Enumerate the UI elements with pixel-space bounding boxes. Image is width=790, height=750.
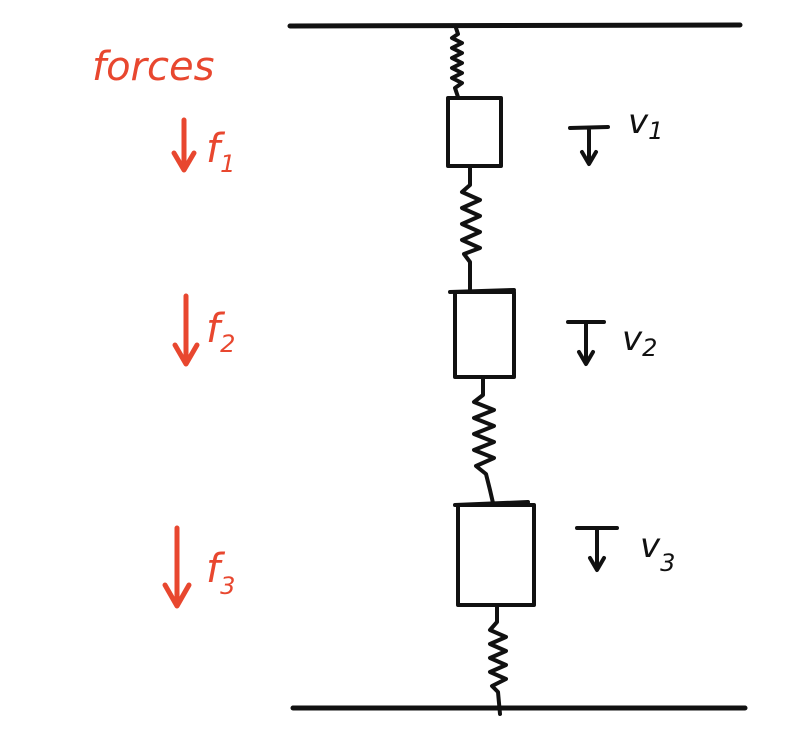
spring-2 bbox=[460, 165, 482, 292]
force-arrow-2 bbox=[172, 293, 200, 367]
mass-2 bbox=[453, 290, 516, 379]
mass-3-top-edge bbox=[453, 500, 530, 507]
displacement-label-3: v3 bbox=[640, 526, 675, 577]
displacement-arrow-2 bbox=[566, 320, 606, 366]
mass-3 bbox=[456, 503, 536, 607]
force-label-1: f1 bbox=[206, 126, 235, 178]
mass-1 bbox=[446, 96, 503, 168]
top-support-line bbox=[287, 22, 743, 29]
displacement-label-1: v1 bbox=[628, 102, 663, 145]
forces-heading: forces bbox=[92, 44, 214, 90]
displacement-arrow-1 bbox=[568, 125, 610, 166]
force-arrow-1 bbox=[171, 117, 197, 173]
spring-1 bbox=[450, 26, 464, 99]
displacement-arrow-3 bbox=[575, 526, 619, 572]
displacement-label-2: v2 bbox=[622, 319, 657, 362]
spring-3 bbox=[472, 376, 496, 505]
force-label-3: f3 bbox=[206, 546, 235, 600]
force-label-2: f2 bbox=[206, 306, 235, 358]
mass-2-top-edge bbox=[448, 288, 516, 294]
force-arrow-3 bbox=[162, 525, 192, 609]
spring-4 bbox=[488, 604, 508, 716]
